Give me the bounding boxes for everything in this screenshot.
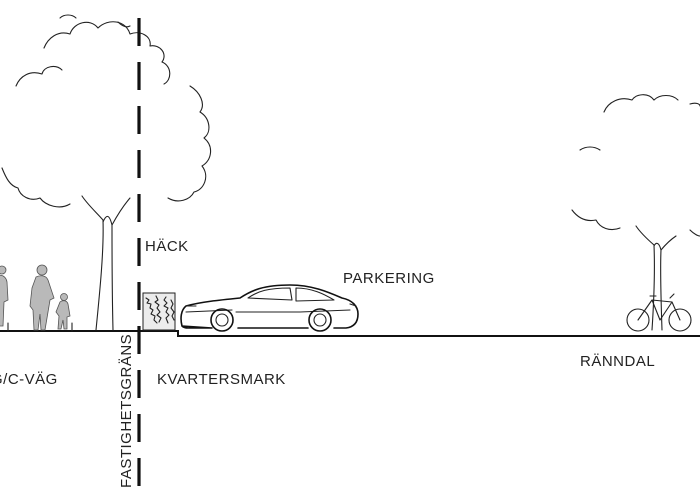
gutter-label: RÄNNDAL: [580, 353, 655, 370]
child-pedestrian: [55, 293, 71, 330]
parked-car: [180, 284, 359, 332]
adult-pedestrian: [29, 264, 55, 331]
block-land-label: KVARTERSMARK: [157, 371, 286, 388]
right-tree: [571, 94, 700, 331]
hedge: [142, 292, 176, 331]
hedge-label: HÄCK: [145, 238, 189, 255]
walkway-label: G/C-VÄG: [0, 371, 58, 388]
ground-line: [0, 322, 700, 337]
property-boundary-label: FASTIGHETSGRÄNS: [118, 334, 135, 488]
left-tree: [1, 14, 212, 331]
bicycle: [626, 293, 692, 332]
pedestrian-left: [0, 265, 9, 327]
parking-label: PARKERING: [343, 270, 435, 287]
